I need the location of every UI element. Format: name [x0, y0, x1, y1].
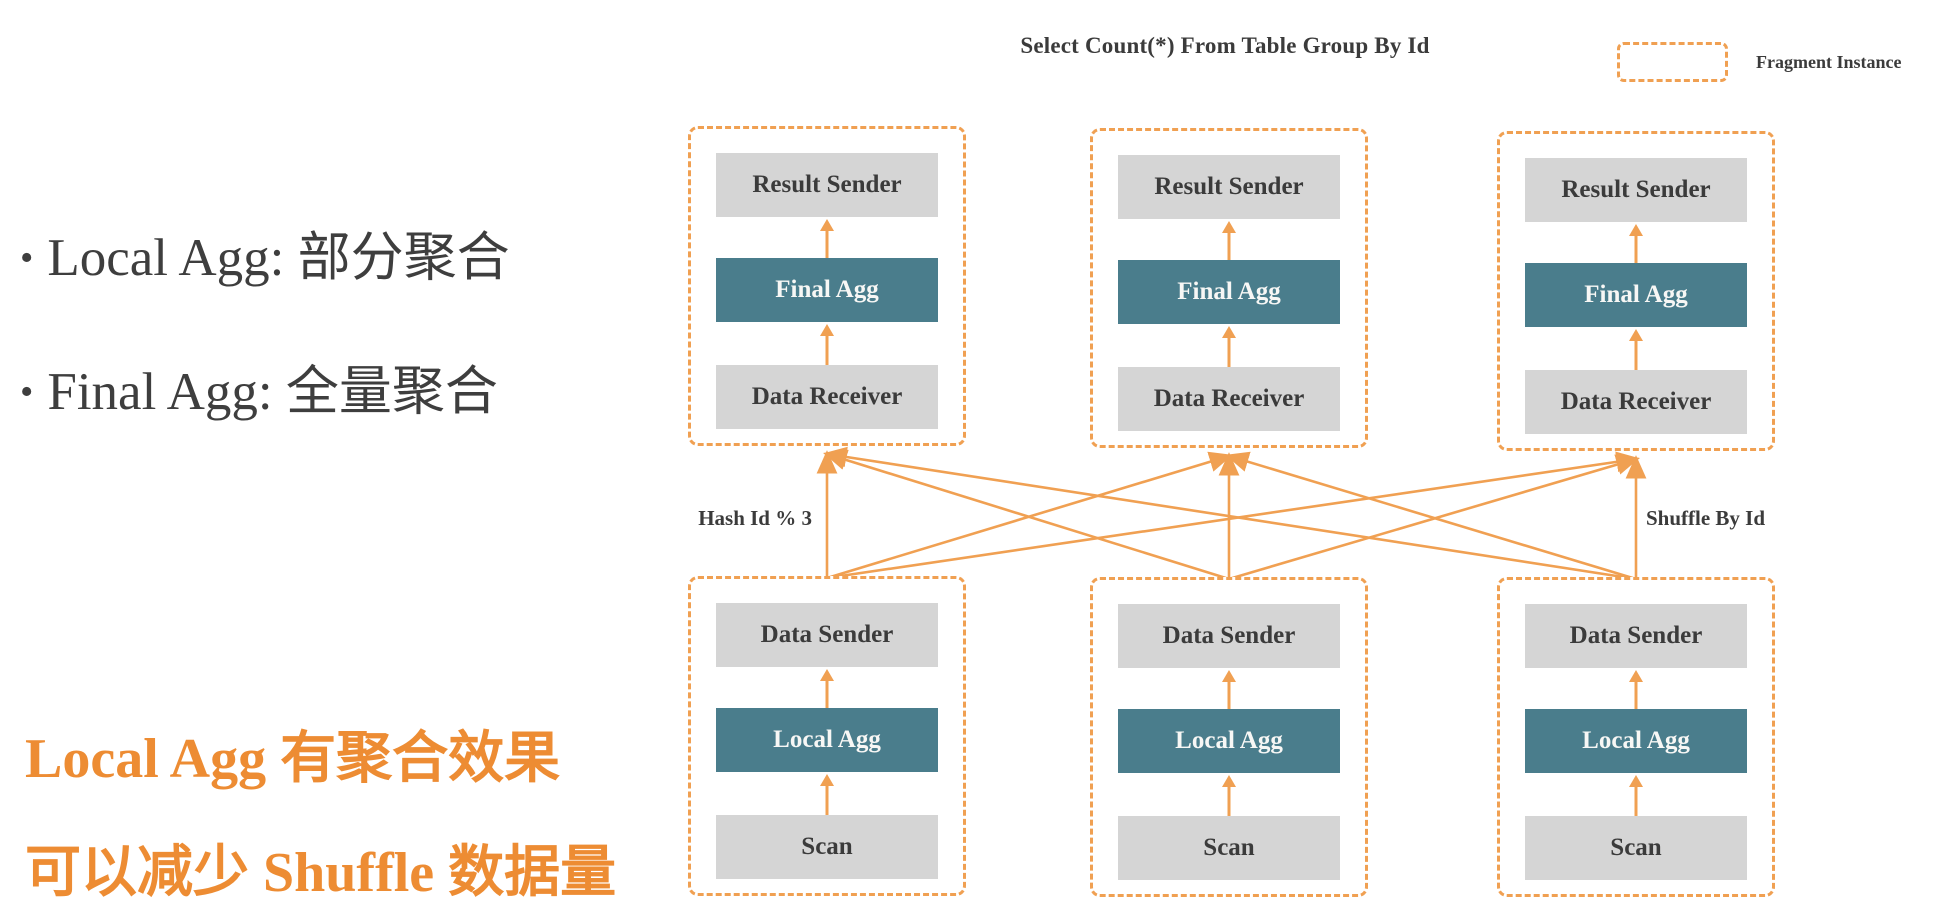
node-local-agg: Local Agg — [1118, 709, 1340, 773]
fragment-instance-bottom-3: Data Sender Local Agg Scan — [1497, 577, 1775, 897]
node-data-receiver: Data Receiver — [1118, 367, 1340, 431]
note-local-agg: • Local Agg: 部分聚合 — [20, 228, 510, 289]
node-data-sender: Data Sender — [716, 603, 938, 667]
up-arrow-icon — [819, 774, 835, 815]
fragment-instance-swatch-icon — [1617, 42, 1728, 82]
note-final-agg-text: Final Agg: 全量聚合 — [47, 363, 498, 421]
fragment-instance-top-3: Result Sender Final Agg Data Receiver — [1497, 131, 1775, 451]
fragment-instance-top-1: Result Sender Final Agg Data Receiver — [688, 126, 966, 446]
node-scan: Scan — [1525, 816, 1747, 880]
bullet-icon: • — [20, 237, 34, 280]
node-data-sender: Data Sender — [1525, 604, 1747, 668]
highlight-line-1: Local Agg 有聚合效果 — [25, 728, 561, 790]
up-arrow-icon — [1628, 775, 1644, 816]
node-result-sender: Result Sender — [1525, 158, 1747, 222]
node-local-agg: Local Agg — [1525, 709, 1747, 773]
node-scan: Scan — [716, 815, 938, 879]
node-local-agg: Local Agg — [716, 708, 938, 772]
node-data-receiver: Data Receiver — [716, 365, 938, 429]
fragment-instance-bottom-2: Data Sender Local Agg Scan — [1090, 577, 1368, 897]
bullet-icon: • — [20, 371, 34, 414]
highlight-line-2: 可以减少 Shuffle 数据量 — [25, 842, 617, 904]
up-arrow-icon — [819, 669, 835, 708]
node-result-sender: Result Sender — [716, 153, 938, 217]
note-local-agg-text: Local Agg: 部分聚合 — [47, 229, 510, 287]
up-arrow-icon — [819, 324, 835, 365]
node-final-agg: Final Agg — [1525, 263, 1747, 327]
edge-label-shuffle: Shuffle By Id — [1646, 506, 1766, 530]
fragment-instance-top-2: Result Sender Final Agg Data Receiver — [1090, 128, 1368, 448]
node-final-agg: Final Agg — [1118, 260, 1340, 324]
legend: Fragment Instance — [1617, 42, 1901, 82]
up-arrow-icon — [819, 219, 835, 258]
note-final-agg: • Final Agg: 全量聚合 — [20, 362, 498, 423]
node-final-agg: Final Agg — [716, 258, 938, 322]
node-scan: Scan — [1118, 816, 1340, 880]
up-arrow-icon — [1221, 326, 1237, 367]
up-arrow-icon — [1628, 329, 1644, 370]
edge-label-hash: Hash Id % 3 — [698, 506, 812, 530]
fragment-instance-bottom-1: Data Sender Local Agg Scan — [688, 576, 966, 896]
up-arrow-icon — [1221, 221, 1237, 260]
up-arrow-icon — [1221, 670, 1237, 709]
node-result-sender: Result Sender — [1118, 155, 1340, 219]
node-data-sender: Data Sender — [1118, 604, 1340, 668]
up-arrow-icon — [1221, 775, 1237, 816]
page-title: Select Count(*) From Table Group By Id — [1020, 33, 1430, 58]
up-arrow-icon — [1628, 224, 1644, 263]
node-data-receiver: Data Receiver — [1525, 370, 1747, 434]
legend-label: Fragment Instance — [1756, 51, 1902, 72]
up-arrow-icon — [1628, 670, 1644, 709]
